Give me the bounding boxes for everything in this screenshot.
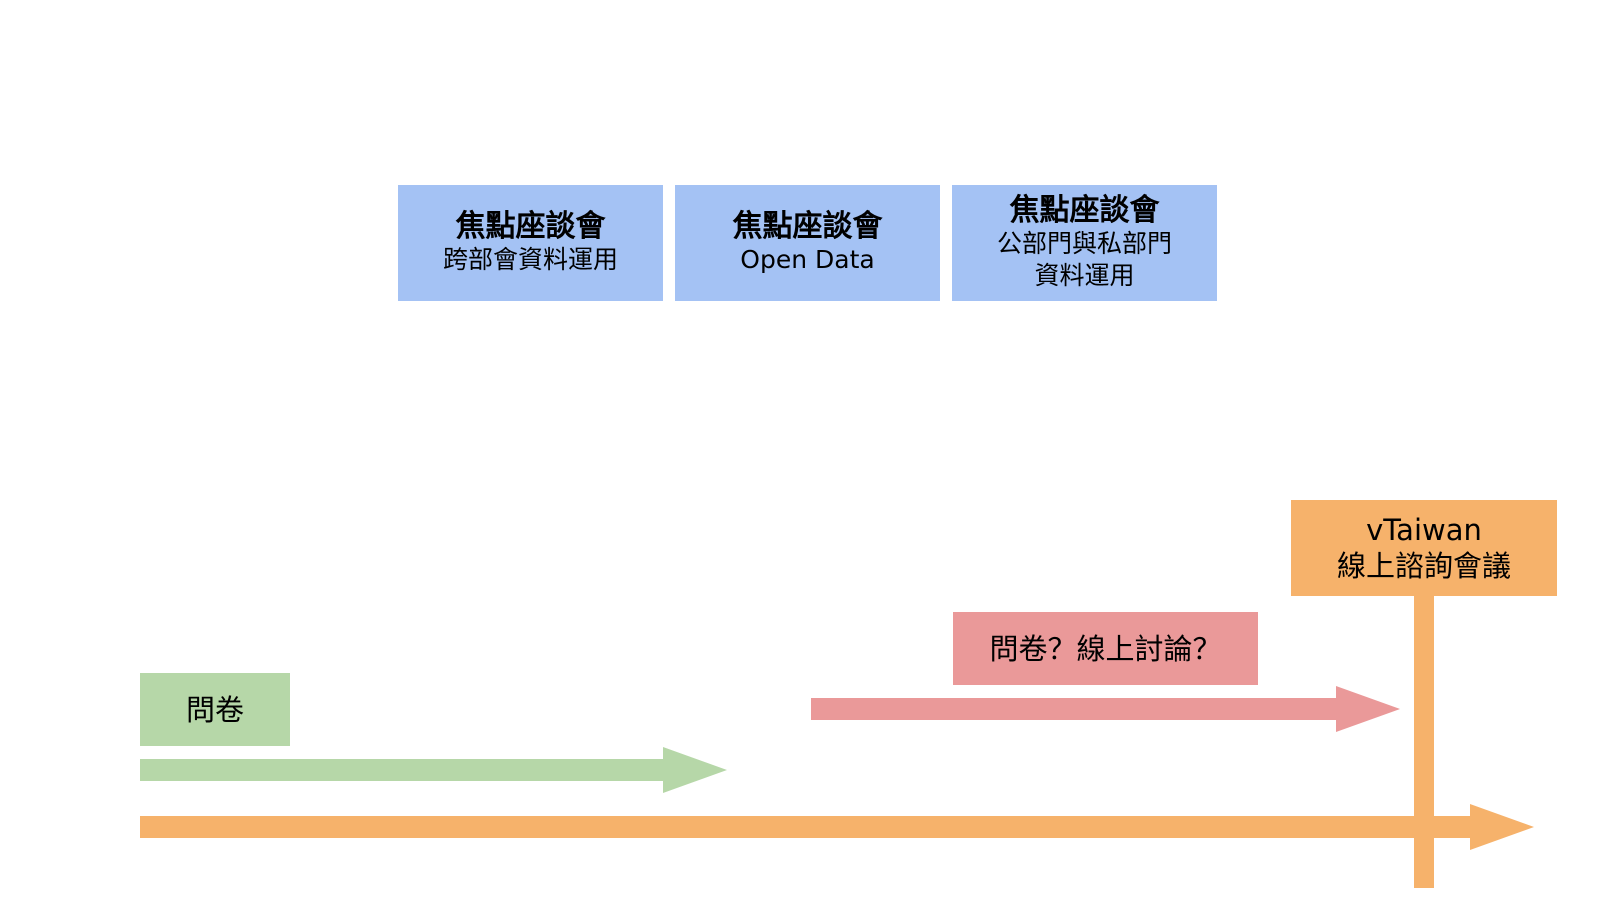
focus-group-title: 焦點座談會 — [1009, 193, 1160, 228]
questionnaire-or-online-arrow — [811, 686, 1400, 732]
questionnaire-or-online-label: 問卷？線上討論？ — [989, 631, 1222, 666]
focus-group-title: 焦點座談會 — [732, 209, 883, 244]
vtaiwan-marker-line — [1414, 590, 1434, 888]
focus-group-subtitle: 資料運用 — [1034, 261, 1135, 290]
vtaiwan-title: vTaiwan — [1366, 513, 1482, 547]
focus-group-subtitle: 跨部會資料運用 — [442, 245, 618, 274]
questionnaire-arrow — [140, 747, 727, 793]
questionnaire-label: 問卷 — [185, 692, 244, 727]
main-timeline-arrow — [140, 804, 1534, 850]
focus-group-subtitle: 公部門與私部門 — [996, 229, 1172, 258]
focus-group-box-2: 焦點座談會 Open Data — [675, 185, 940, 301]
focus-group-title: 焦點座談會 — [455, 209, 606, 244]
questionnaire-box: 問卷 — [140, 673, 290, 746]
focus-group-box-3: 焦點座談會 公部門與私部門 資料運用 — [952, 185, 1217, 301]
focus-group-subtitle: Open Data — [740, 245, 875, 274]
questionnaire-or-online-box: 問卷？線上討論？ — [953, 612, 1258, 685]
focus-group-box-1: 焦點座談會 跨部會資料運用 — [398, 185, 663, 301]
vtaiwan-subtitle: 線上諮詢會議 — [1336, 549, 1511, 583]
vtaiwan-box: vTaiwan 線上諮詢會議 — [1291, 500, 1557, 596]
